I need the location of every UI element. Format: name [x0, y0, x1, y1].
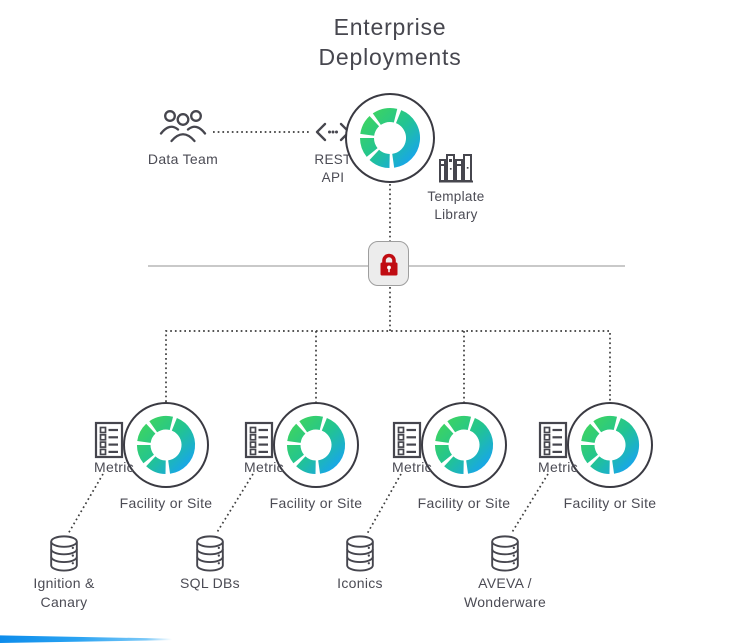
metric-label: Metric: [94, 459, 134, 475]
lock-icon: [380, 253, 397, 275]
page-title: Enterprise Deployments: [318, 14, 462, 71]
template-library-group: Template Library: [410, 146, 502, 223]
source-node-aveva-wonderware: AVEVA / Wonderware: [440, 534, 570, 612]
metric-list-icon: [538, 421, 568, 459]
database-icon: [46, 534, 82, 572]
people-group-icon: [159, 110, 207, 143]
facility-circle: [273, 402, 359, 488]
facility-label: Facility or Site: [563, 495, 657, 511]
source-label: SQL DBs: [180, 575, 240, 591]
facility-circle: [567, 402, 653, 488]
metric-list-icon: [392, 421, 422, 459]
metric-label: Metric: [538, 459, 578, 475]
metric-label: Metric: [392, 459, 432, 475]
data-team-label: Data Team: [147, 151, 219, 167]
database-icon: [342, 534, 378, 572]
source-node-iconics: Iconics: [295, 534, 425, 593]
facility-node-4: Metric Facility or Site: [520, 400, 700, 522]
branch-outer: [165, 330, 611, 402]
source-node-sql-dbs: SQL DBs: [145, 534, 275, 593]
data-team-group: Data Team: [135, 106, 231, 169]
facility-circle: [421, 402, 507, 488]
enterprise-hub-node: [345, 93, 435, 183]
rest-api-group: REST API: [303, 121, 363, 186]
security-lock-badge: [368, 241, 409, 286]
facility-node-2: Metric Facility or Site: [226, 400, 406, 522]
metric-list-icon: [244, 421, 274, 459]
bottom-ribbon-accent: [0, 635, 172, 643]
metric-list-icon: [94, 421, 124, 459]
rest-api-label: REST API: [314, 152, 352, 185]
facility-label: Facility or Site: [417, 495, 511, 511]
source-label: AVEVA / Wonderware: [463, 575, 547, 610]
facility-label: Facility or Site: [119, 495, 213, 511]
facility-node-3: Metric Facility or Site: [374, 400, 554, 522]
facility-node-1: Metric Facility or Site: [76, 400, 256, 522]
facility-circle: [123, 402, 209, 488]
database-icon: [487, 534, 523, 572]
metric-label: Metric: [244, 459, 284, 475]
template-library-label: Template Library: [427, 189, 485, 222]
source-node-ignition-canary: Ignition & Canary: [0, 534, 129, 612]
database-icon: [192, 534, 228, 572]
books-icon: [439, 154, 473, 183]
source-label: Ignition & Canary: [33, 575, 95, 610]
source-label: Iconics: [337, 575, 383, 591]
facility-label: Facility or Site: [269, 495, 363, 511]
